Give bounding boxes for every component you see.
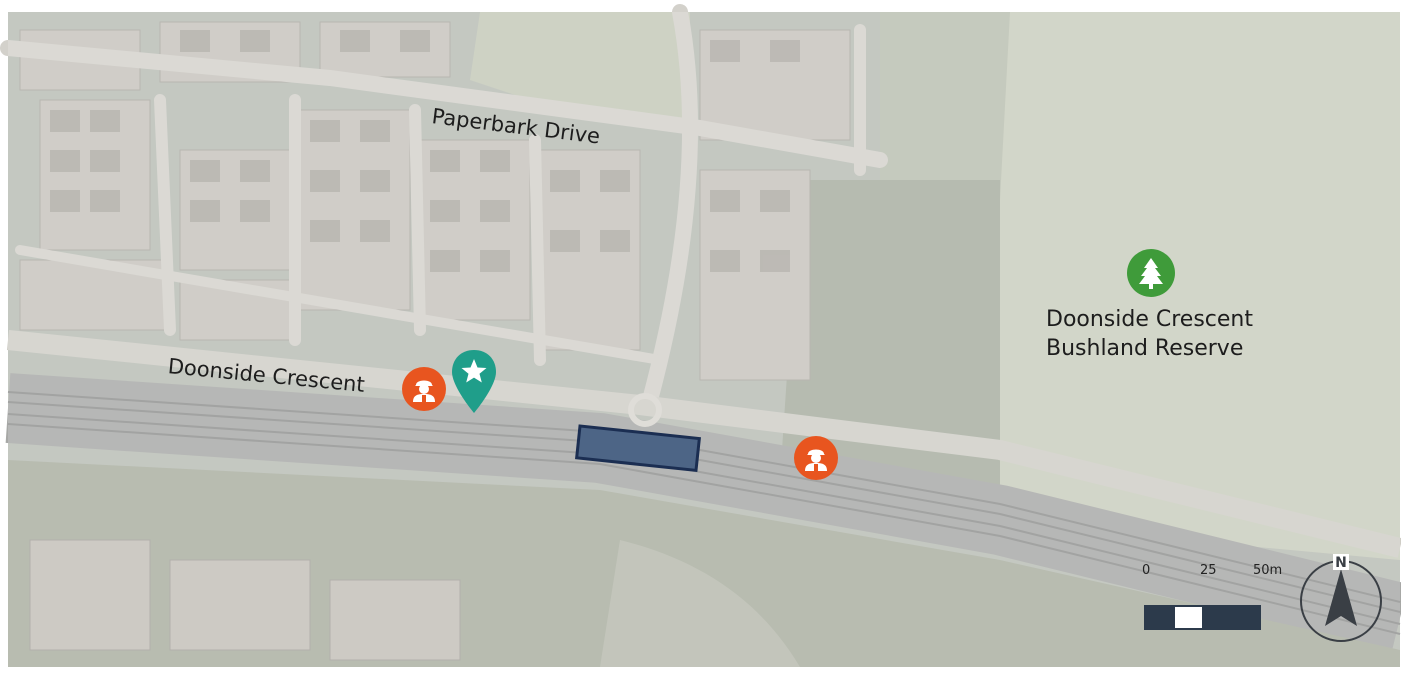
star-location-pin-icon[interactable]: [451, 349, 497, 415]
north-label: N: [1335, 555, 1347, 571]
scale-bar: 0 25 50m: [1140, 563, 1300, 635]
work-zone-area[interactable]: [575, 424, 701, 473]
tree-icon[interactable]: [1126, 248, 1176, 298]
north-arrow-icon: N: [1300, 554, 1382, 642]
scale-tick-0: 0: [1142, 563, 1151, 578]
construction-worker-icon[interactable]: [793, 435, 839, 481]
scale-tick-50m: 50m: [1253, 563, 1283, 578]
scale-segment: [1202, 607, 1259, 628]
reserve-label-line2: Bushland Reserve: [1046, 336, 1244, 361]
reserve-label: Doonside Crescent Bushland Reserve: [1046, 305, 1296, 363]
reserve-label-line1: Doonside Crescent: [1046, 307, 1253, 332]
scale-tick-25: 25: [1200, 563, 1217, 578]
scale-segment: [1146, 607, 1176, 628]
scale-bar-graphic: [1144, 605, 1261, 630]
construction-worker-icon[interactable]: [401, 366, 447, 412]
scale-segment: [1175, 607, 1203, 628]
